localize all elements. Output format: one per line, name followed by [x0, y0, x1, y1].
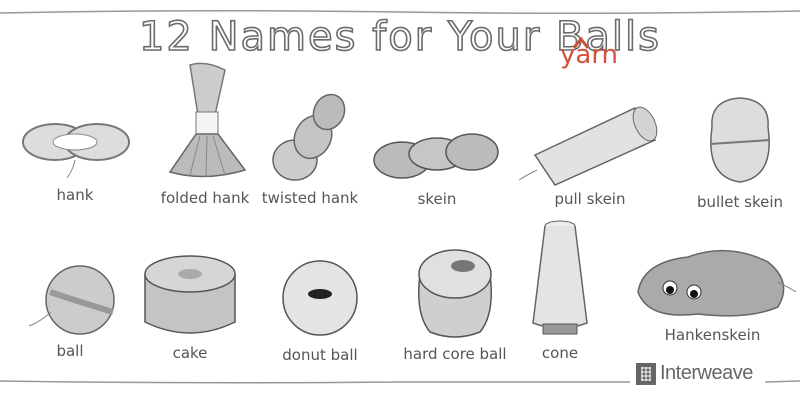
item-label: folded hank — [160, 189, 250, 207]
item-label: twisted hank — [261, 189, 359, 207]
item-label: cone — [541, 344, 579, 362]
top-divider — [0, 9, 800, 15]
item-label: hank — [56, 186, 94, 204]
item-label: skein — [417, 190, 457, 208]
item-cone: cone — [520, 218, 600, 362]
item-label: Hankenskein — [664, 326, 761, 344]
yarn-insert-word: yarn — [560, 40, 619, 70]
cake-illustration-icon — [144, 255, 236, 334]
item-label: hard core ball — [403, 345, 507, 363]
donut-ball-illustration-icon — [282, 260, 358, 336]
item-cake: cake — [135, 252, 245, 362]
item-ball: ball — [20, 262, 120, 360]
folded-hank-illustration-icon — [168, 62, 247, 178]
item-hard-core-ball: hard core ball — [385, 244, 525, 363]
hank-illustration-icon — [22, 123, 130, 179]
item-pull-skein: pull skein — [510, 100, 670, 208]
item-label: donut ball — [282, 346, 358, 364]
interweave-logo: Interweave — [636, 362, 753, 385]
item-donut-ball: donut ball — [265, 258, 375, 364]
hankenskein-illustration-icon — [636, 249, 796, 317]
item-label: cake — [172, 344, 208, 362]
cone-illustration-icon — [532, 220, 588, 335]
twisted-hank-illustration-icon — [272, 93, 346, 181]
logo-text: Interweave — [660, 362, 753, 384]
item-skein: skein — [372, 128, 502, 208]
bottom-divider — [0, 380, 800, 384]
item-twisted-hank: twisted hank — [250, 92, 370, 207]
item-hank: hank — [10, 112, 140, 204]
bullet-skein-illustration-icon — [709, 97, 771, 183]
item-bullet-skein: bullet skein — [680, 92, 800, 211]
item-label: ball — [56, 342, 84, 360]
item-folded-hank: folded hank — [140, 60, 270, 207]
caret-insert-icon — [572, 36, 590, 49]
page-title: 12 Names for Your Balls — [138, 13, 661, 61]
ball-illustration-icon — [28, 265, 115, 335]
item-hankenskein: Hankenskein — [625, 242, 800, 344]
skein-illustration-icon — [373, 133, 499, 179]
item-label: pull skein — [554, 190, 626, 208]
item-label: bullet skein — [696, 193, 784, 211]
pull-skein-illustration-icon — [518, 106, 658, 186]
interweave-knot-logo-icon — [636, 362, 656, 385]
hard-core-ball-illustration-icon — [418, 249, 492, 338]
